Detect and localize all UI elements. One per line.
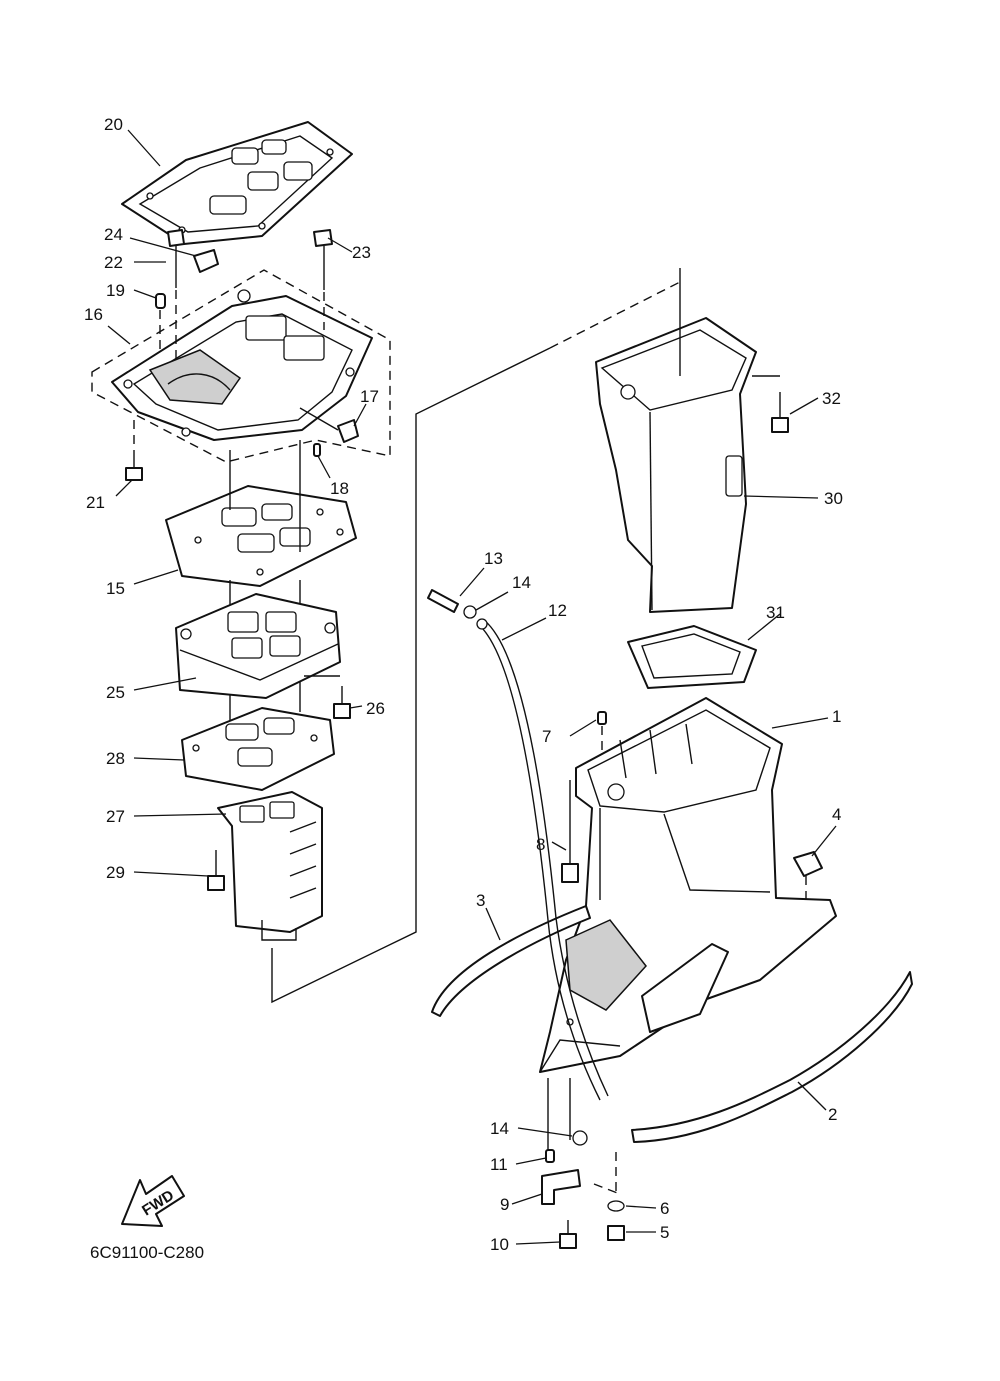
- part-7-dowel: [597, 711, 607, 754]
- callout-21: 21: [86, 493, 105, 512]
- part-6-washer: [607, 1200, 625, 1212]
- part-24-elbow-fitting: [129, 237, 219, 273]
- callout-11: 11: [490, 1155, 508, 1174]
- lower-screw-dashed: [593, 1183, 621, 1195]
- callout-26: 26: [366, 699, 385, 718]
- part-18-pin: [313, 443, 321, 457]
- part-14-clamp-lower: [572, 1130, 588, 1146]
- callout-3: 3: [476, 891, 485, 910]
- callout-9: 9: [500, 1195, 509, 1214]
- part-14-clamp-upper: [463, 605, 477, 619]
- assembly-bracket: [271, 281, 681, 1004]
- callout-19: 19: [106, 281, 125, 300]
- callout-22: 22: [104, 253, 123, 272]
- part-9-fitting: [541, 1169, 581, 1205]
- part-28-gasket: [181, 707, 335, 791]
- callout-29: 29: [106, 863, 125, 882]
- callout-16: 16: [84, 305, 103, 324]
- callout-6: 6: [660, 1199, 669, 1218]
- callout-labels: 20 24 22 23 19 16 17 18 21 15 25 26 28 2…: [84, 115, 843, 1254]
- callout-13: 13: [484, 549, 503, 568]
- part-4-grommet: [793, 851, 823, 900]
- callout-25: 25: [106, 683, 125, 702]
- callout-23: 23: [352, 243, 371, 262]
- callout-4: 4: [832, 805, 841, 824]
- callout-17: 17: [360, 387, 379, 406]
- callout-2: 2: [828, 1105, 837, 1124]
- lower-assembly-lines: [547, 1078, 617, 1196]
- part-11-dowel: [545, 1149, 555, 1163]
- callout-27: 27: [106, 807, 125, 826]
- part-5-bolt: [607, 1225, 625, 1241]
- callout-14-lower: 14: [490, 1119, 509, 1138]
- callout-31: 31: [766, 603, 785, 622]
- callout-18: 18: [330, 479, 349, 498]
- callout-5: 5: [660, 1223, 669, 1242]
- callout-8: 8: [536, 835, 545, 854]
- callout-7: 7: [542, 727, 551, 746]
- part-10-bolt: [559, 1220, 577, 1249]
- part-20-gasket: [121, 121, 353, 245]
- part-1-lower-casing: [539, 697, 837, 1073]
- part-2-seal-strip: [631, 971, 913, 1143]
- callout-1: 1: [832, 707, 841, 726]
- part-22-bolt: [167, 229, 185, 360]
- callout-32: 32: [822, 389, 841, 408]
- callout-24: 24: [104, 225, 123, 244]
- part-25-spacer: [175, 593, 341, 699]
- part-23-bolt: [313, 229, 333, 330]
- part-29-bolt: [207, 850, 225, 891]
- part-15-gasket: [165, 485, 357, 587]
- leader-lines: [107, 129, 837, 1245]
- part-3-seal-strip: [431, 905, 591, 1017]
- part-8-stud: [561, 780, 579, 883]
- part-31-seal: [627, 625, 757, 689]
- part-30-upper-casing: [595, 268, 757, 613]
- callout-12: 12: [548, 601, 567, 620]
- part-16-exhaust-guide: [91, 269, 391, 463]
- part-12-hose: [476, 618, 609, 1101]
- callout-10: 10: [490, 1235, 509, 1254]
- part-13-nozzle: [427, 589, 459, 613]
- drawing-code: 6C91100-C280: [90, 1243, 204, 1262]
- callout-14-upper: 14: [512, 573, 531, 592]
- part-26-bolt: [304, 675, 351, 719]
- part-17-fitting: [299, 407, 359, 443]
- fwd-arrow-icon: FWD: [121, 1175, 185, 1227]
- callout-15: 15: [106, 579, 125, 598]
- callout-20: 20: [104, 115, 123, 134]
- part-27-muffler: [217, 791, 323, 941]
- part-21-bolt: [125, 420, 143, 481]
- part-19-dowel: [155, 293, 166, 352]
- part-32-bolt: [752, 375, 789, 433]
- callout-28: 28: [106, 749, 125, 768]
- callout-30: 30: [824, 489, 843, 508]
